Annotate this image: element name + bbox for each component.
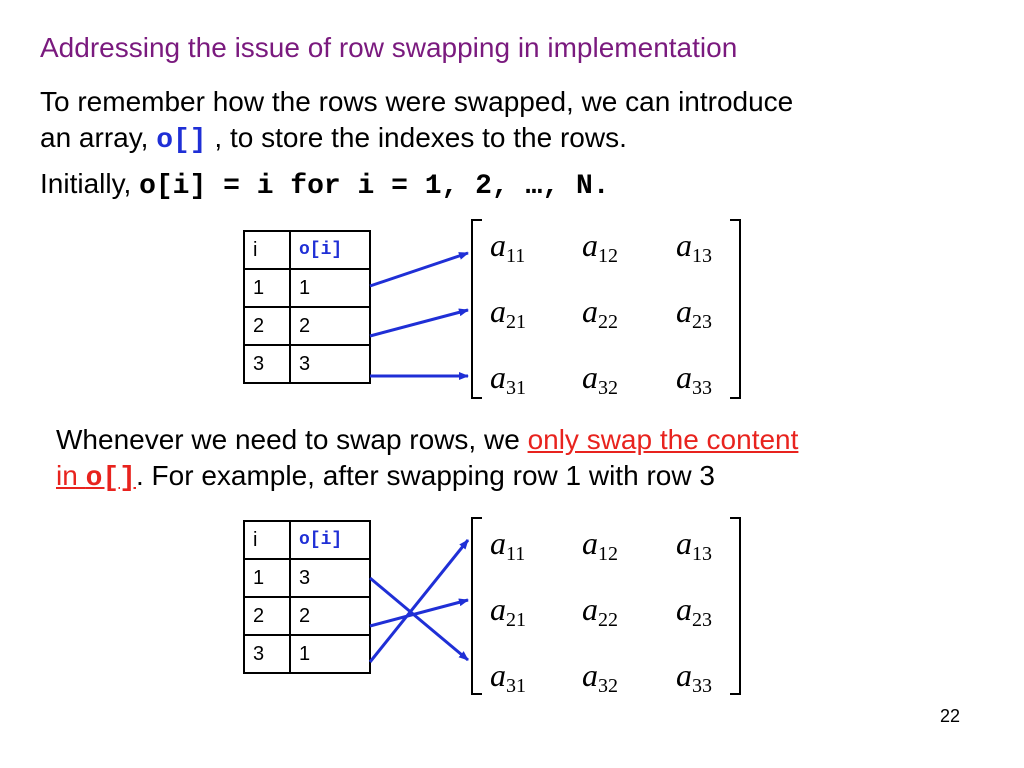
index-table-swapped: i o[i] 1 3 2 2 3 1: [243, 520, 371, 674]
table-header-row: i o[i]: [243, 230, 371, 270]
page-number: 22: [940, 706, 961, 726]
matrix-bracket-right: [730, 219, 741, 399]
arrow-row-1: [369, 251, 469, 288]
matrix-element: a11: [490, 227, 525, 267]
matrix-element: a12: [582, 525, 618, 565]
matrix-initial: a11 a12 a13 a21 a22 a23 a31 a32 a33: [490, 227, 712, 399]
table-cell: 1: [289, 268, 371, 308]
intro-line-2-post: , to store the indexes to the rows.: [206, 122, 627, 153]
swap-line-2: in o[]. For example, after swapping row …: [56, 458, 798, 497]
swap-line-2-post: . For example, after swapping row 1 with…: [136, 460, 715, 491]
swap-highlight-1: only swap the content: [527, 424, 799, 455]
matrix-element: a13: [676, 525, 712, 565]
table-row: 3 1: [243, 634, 371, 674]
matrix-element: a21: [490, 293, 526, 333]
matrix-element: a32: [582, 657, 618, 697]
table-cell: 2: [243, 596, 291, 636]
table-cell: 2: [243, 306, 291, 346]
table-row: 1 3: [243, 558, 371, 598]
table-cell: 1: [289, 634, 371, 674]
table-row: 2 2: [243, 596, 371, 636]
matrix-element: a22: [582, 293, 618, 333]
arrow-row-2: [369, 598, 469, 628]
intro-line-2-pre: an array,: [40, 122, 157, 153]
table-cell: 2: [289, 596, 371, 636]
matrix-bracket-right: [730, 517, 741, 695]
initial-paragraph: Initially, o[i] = i for i = 1, 2, …, N.: [40, 166, 610, 205]
matrix-element: a33: [676, 657, 712, 697]
matrix-element: a32: [582, 359, 618, 399]
arrow-row-3-to-1: [368, 539, 470, 663]
arrow-row-2: [369, 308, 469, 338]
matrix-element: a31: [490, 657, 526, 697]
table-cell: 1: [243, 268, 291, 308]
matrix-element: a13: [676, 227, 712, 267]
swap-highlight-2-pre: in: [56, 460, 86, 491]
index-table-initial: i o[i] 1 1 2 2 3 3: [243, 230, 371, 384]
initial-code: o[i] = i for i = 1, 2, …, N.: [139, 171, 610, 202]
intro-paragraph: To remember how the rows were swapped, w…: [40, 84, 793, 159]
array-code: o[]: [156, 125, 207, 156]
arrow-row-1-to-3: [369, 576, 469, 662]
matrix-element: a21: [490, 591, 526, 631]
matrix-element: a23: [676, 591, 712, 631]
intro-line-2: an array, o[] , to store the indexes to …: [40, 120, 793, 159]
table-row: 2 2: [243, 306, 371, 346]
swap-paragraph: Whenever we need to swap rows, we only s…: [56, 422, 798, 497]
table-cell: 3: [243, 634, 291, 674]
matrix-element: a23: [676, 293, 712, 333]
matrix-swapped: a11 a12 a13 a21 a22 a23 a31 a32 a33: [490, 525, 712, 697]
table-row: 3 3: [243, 344, 371, 384]
table-cell: 3: [289, 344, 371, 384]
matrix-bracket-left: [471, 517, 482, 695]
matrix-element: a12: [582, 227, 618, 267]
header-cell-oi: o[i]: [289, 520, 371, 560]
matrix-element: a31: [490, 359, 526, 399]
table-cell: 2: [289, 306, 371, 346]
matrix-element: a33: [676, 359, 712, 399]
table-cell: 3: [289, 558, 371, 598]
swap-line-1-pre: Whenever we need to swap rows, we: [56, 424, 528, 455]
intro-line-1: To remember how the rows were swapped, w…: [40, 86, 794, 117]
matrix-bracket-left: [471, 219, 482, 399]
table-header-row: i o[i]: [243, 520, 371, 560]
table-row: 1 1: [243, 268, 371, 308]
initial-pre: Initially,: [40, 168, 140, 199]
header-cell-i: i: [243, 520, 291, 560]
matrix-element: a11: [490, 525, 525, 565]
table-cell: 1: [243, 558, 291, 598]
swap-line-1: Whenever we need to swap rows, we only s…: [56, 422, 798, 458]
slide-title: Addressing the issue of row swapping in …: [40, 32, 738, 63]
matrix-element: a22: [582, 591, 618, 631]
table-cell: 3: [243, 344, 291, 384]
header-cell-i: i: [243, 230, 291, 270]
header-cell-oi: o[i]: [289, 230, 371, 270]
swap-highlight-code: o[]: [85, 463, 136, 494]
